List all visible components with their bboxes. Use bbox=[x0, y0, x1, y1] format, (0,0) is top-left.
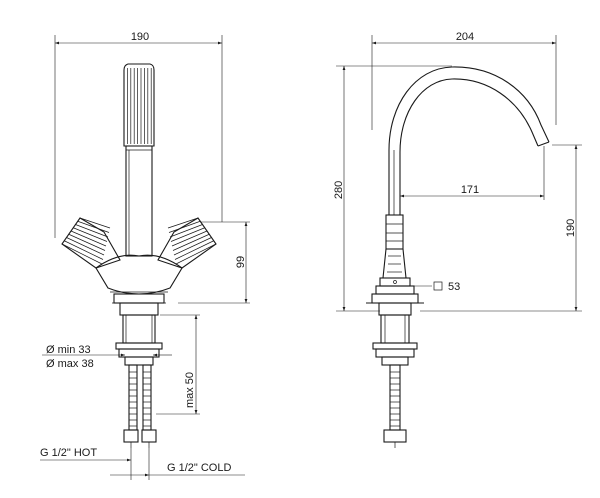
side-base-dimension: 53 bbox=[410, 281, 460, 293]
flute-line bbox=[172, 233, 210, 251]
flute-line bbox=[66, 237, 105, 256]
side-view: 204 280 171 190 bbox=[333, 31, 582, 448]
flute-line bbox=[64, 240, 104, 260]
flute-line bbox=[168, 220, 201, 233]
hot-connection-label: G 1/2" HOT bbox=[40, 447, 97, 459]
square-symbol-icon bbox=[433, 281, 443, 291]
flute-line bbox=[173, 237, 212, 256]
front-fluted-cap bbox=[123, 63, 155, 147]
front-supply-hoses bbox=[123, 364, 157, 448]
front-body-column bbox=[125, 145, 153, 257]
flute-line bbox=[68, 233, 106, 251]
front-mixer-hub bbox=[95, 254, 183, 304]
side-shank bbox=[372, 302, 418, 366]
front-view: 190 bbox=[40, 31, 250, 480]
flute-line bbox=[167, 217, 199, 229]
flute-line bbox=[169, 224, 203, 238]
cold-connection-label: G 1/2" COLD bbox=[167, 462, 231, 474]
front-left-handle bbox=[61, 217, 121, 269]
side-hose bbox=[383, 364, 407, 448]
flute-line bbox=[170, 227, 205, 242]
flute-line bbox=[70, 230, 107, 247]
front-right-handle bbox=[157, 217, 217, 269]
front-width-label: 190 bbox=[131, 31, 149, 43]
side-spout-height-dimension: 190 bbox=[420, 144, 582, 312]
side-width-dimension: 204 bbox=[371, 31, 557, 130]
flute-line bbox=[175, 243, 217, 265]
shank-length-label: max 50 bbox=[184, 372, 196, 408]
side-body bbox=[366, 214, 424, 304]
flute-line bbox=[79, 217, 111, 229]
side-spout-height-label: 190 bbox=[565, 219, 577, 237]
side-total-height-dimension: 280 bbox=[333, 65, 452, 312]
side-reach-label: 171 bbox=[461, 184, 479, 196]
front-height-label: 99 bbox=[235, 256, 247, 268]
side-height-label: 280 bbox=[333, 181, 345, 199]
side-width-label: 204 bbox=[456, 31, 474, 43]
hole-min-label: Ø min 33 bbox=[46, 344, 91, 356]
side-base-label: 53 bbox=[448, 281, 460, 293]
flute-line bbox=[75, 224, 109, 238]
flute-line bbox=[61, 243, 103, 265]
flute-line bbox=[174, 240, 214, 260]
front-width-dimension: 190 bbox=[54, 31, 223, 238]
flute-line bbox=[77, 220, 110, 233]
front-base bbox=[115, 302, 163, 366]
front-shank-dimension: max 50 bbox=[156, 314, 200, 415]
front-connection-dimensions: G 1/2" HOT G 1/2" COLD bbox=[40, 447, 245, 480]
side-reach-dimension: 171 bbox=[400, 146, 545, 200]
front-hole-dimension: Ø min 33 Ø max 38 bbox=[42, 344, 172, 370]
flute-line bbox=[73, 227, 108, 242]
front-height-dimension: 99 bbox=[178, 221, 250, 304]
side-spout bbox=[388, 66, 550, 215]
flute-line bbox=[171, 230, 208, 247]
hole-max-label: Ø max 38 bbox=[46, 358, 94, 370]
